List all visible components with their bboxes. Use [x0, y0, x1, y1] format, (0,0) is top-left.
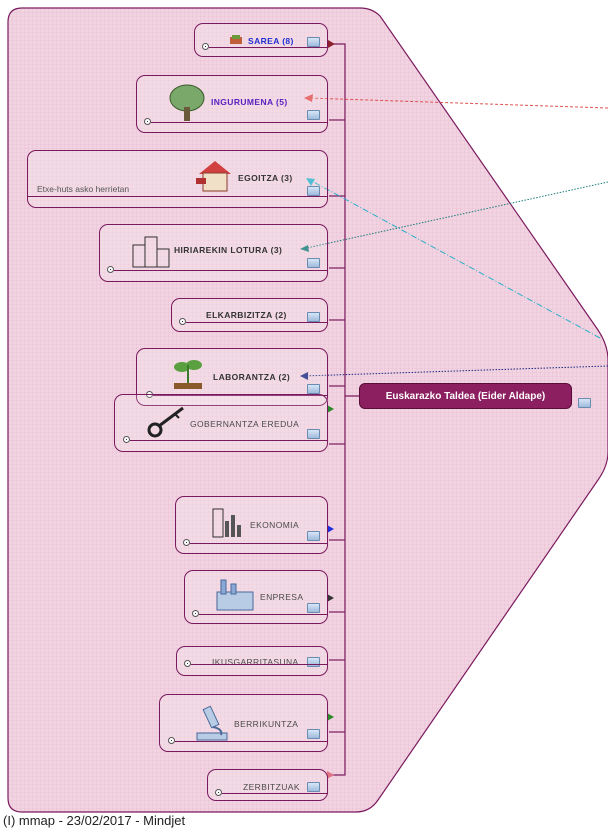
topic-berrikuntza[interactable]: [159, 694, 328, 752]
divider: [186, 322, 328, 323]
topic-label: LABORANTZA (2): [213, 372, 291, 382]
notes-icon[interactable]: [307, 186, 320, 196]
notes-icon[interactable]: [307, 531, 320, 541]
relation-arrowhead: [300, 372, 308, 380]
expand-toggle[interactable]: [168, 737, 175, 744]
expand-toggle[interactable]: [184, 660, 191, 667]
expand-toggle[interactable]: [107, 266, 114, 273]
arrow-marker: [327, 594, 334, 602]
key-icon: [147, 406, 184, 438]
books-icon: [230, 35, 242, 44]
divider: [151, 122, 328, 123]
notes-icon[interactable]: [307, 782, 320, 792]
divider: [191, 664, 328, 665]
relation-arrowhead: [304, 94, 313, 102]
relation-line: [309, 179, 601, 339]
chart-building-icon: [212, 508, 241, 538]
divider: [130, 440, 328, 441]
arrow-marker: [327, 525, 334, 533]
footer-text: (I) mmap - 23/02/2017 - Mindjet: [3, 813, 186, 828]
divider: [153, 395, 328, 396]
notes-icon[interactable]: [578, 398, 591, 408]
topic-elkarbizitza[interactable]: [171, 298, 328, 332]
topic-egoitza[interactable]: [27, 150, 328, 208]
expand-toggle[interactable]: [123, 436, 130, 443]
notes-icon[interactable]: [307, 258, 320, 268]
topic-gobernantza-eredua[interactable]: [114, 394, 328, 452]
arrow-marker: [327, 405, 334, 413]
topic-sarea[interactable]: [194, 23, 328, 57]
topic-label: HIRIAREKIN LOTURA (3): [174, 245, 283, 255]
relation-arrowhead: [300, 245, 309, 252]
plant-icon: [174, 360, 202, 389]
topic-label: EGOITZA (3): [238, 173, 293, 183]
divider: [114, 270, 328, 271]
central-topic[interactable]: Euskarazko Taldea (Eider Aldape): [359, 383, 572, 409]
topic-label: EKONOMIA: [250, 520, 300, 530]
notes-icon[interactable]: [307, 37, 320, 47]
arrow-marker: [327, 713, 334, 721]
topic-label: SAREA (8): [248, 36, 294, 46]
divider: [222, 793, 328, 794]
relation-line: [301, 181, 608, 250]
expand-toggle[interactable]: [179, 318, 186, 325]
topic-note-text: Etxe-huts asko herrietan: [37, 184, 130, 194]
topic-label: GOBERNANTZA EREDUA: [190, 419, 300, 429]
topic-ekonomia[interactable]: [175, 496, 328, 554]
topic-label: INGURUMENA (5): [211, 97, 288, 107]
relation-arrowhead: [306, 178, 315, 186]
arrow-marker: [327, 771, 334, 779]
topic-laborantza[interactable]: [136, 348, 328, 406]
topic-ikusgarritasuna[interactable]: [176, 646, 328, 676]
tree-icon: [169, 84, 205, 121]
divider: [209, 47, 328, 48]
topic-enpresa[interactable]: [184, 570, 328, 624]
relation-line: [302, 365, 608, 377]
divider: [27, 196, 328, 197]
topic-label: ELKARBIZITZA (2): [206, 310, 287, 320]
notes-icon[interactable]: [307, 603, 320, 613]
topic-label: IKUSGARRITASUNA: [212, 657, 299, 667]
divider: [190, 543, 328, 544]
expand-toggle[interactable]: [183, 539, 190, 546]
microscope-icon: [196, 705, 228, 741]
expand-toggle[interactable]: [202, 43, 209, 50]
expand-toggle[interactable]: [215, 789, 222, 796]
topic-ingurumena[interactable]: [136, 75, 328, 133]
notes-icon[interactable]: [307, 384, 320, 394]
notes-icon[interactable]: [307, 110, 320, 120]
notes-icon[interactable]: [307, 729, 320, 739]
factory-icon: [216, 579, 254, 611]
expand-toggle[interactable]: [192, 610, 199, 617]
arrow-marker: [328, 40, 335, 48]
expand-toggle[interactable]: [144, 118, 151, 125]
topic-label: ENPRESA: [260, 592, 304, 602]
notes-icon[interactable]: [307, 429, 320, 439]
topic-label: BERRIKUNTZA: [234, 719, 299, 729]
topic-label: ZERBITZUAK: [243, 782, 300, 792]
relation-line: [307, 97, 608, 109]
notes-icon[interactable]: [307, 657, 320, 667]
city-icon: [132, 236, 170, 268]
divider: [199, 614, 328, 615]
house-icon: [196, 161, 231, 192]
divider: [175, 741, 328, 742]
notes-icon[interactable]: [307, 312, 320, 322]
topic-hiriarekin-lotura[interactable]: [99, 224, 328, 282]
